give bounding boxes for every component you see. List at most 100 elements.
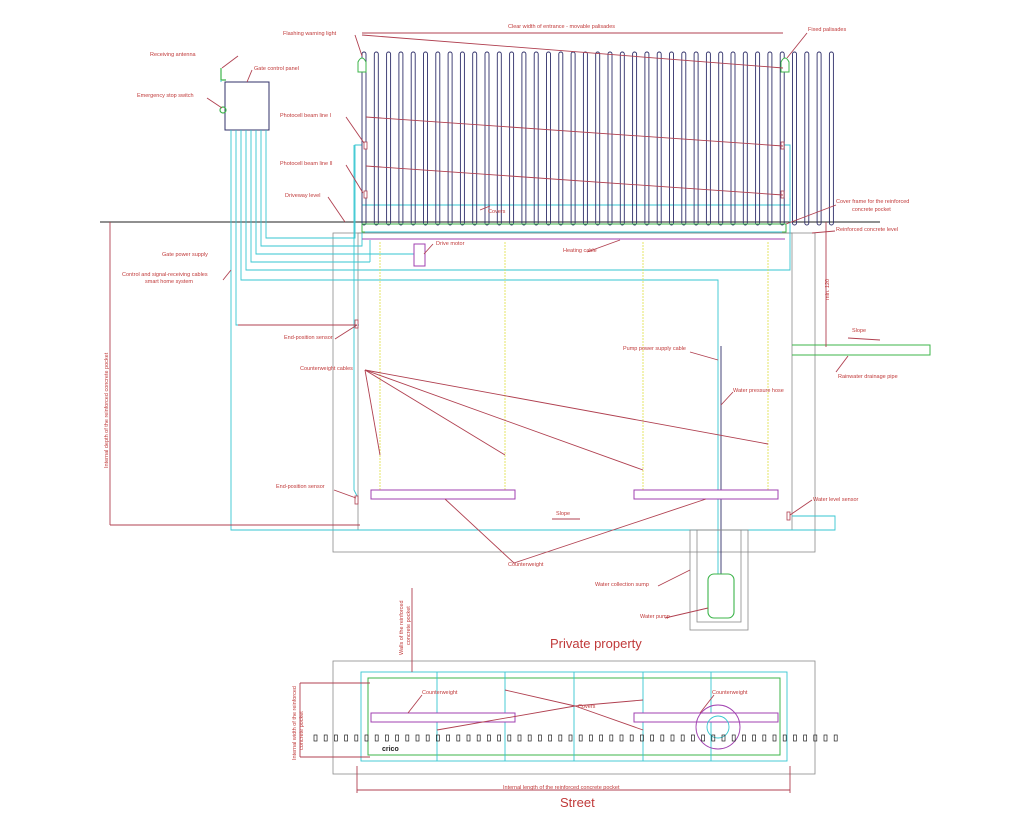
counterweight-left <box>370 489 516 500</box>
sensors <box>354 141 791 521</box>
plan-palisade <box>731 734 736 742</box>
palisade-bar <box>656 51 662 226</box>
gate-control-panel <box>224 81 270 131</box>
plan-palisade <box>711 734 716 742</box>
plan-palisade <box>609 734 614 742</box>
rainwater-pipe <box>792 344 931 356</box>
plan-palisade <box>752 734 756 742</box>
photocell-1-label: Photocell beam line I <box>280 113 332 119</box>
plan-palisade <box>680 734 685 742</box>
water-pump-label: Water pump <box>640 614 670 620</box>
plan-palisade <box>568 734 573 742</box>
palisade-bar <box>373 51 379 226</box>
counterweight-left-label: Counterweight <box>422 690 458 696</box>
plan-palisade <box>548 734 552 742</box>
plan-palisade <box>578 734 583 742</box>
plan-palisade <box>466 734 471 742</box>
counterweight-right <box>633 489 779 500</box>
covers-top-label: Covers <box>488 209 506 215</box>
movable-palisades <box>361 51 834 226</box>
internal-length-label: Internal length of the reinforced concre… <box>503 785 620 791</box>
driveway-level-label: Driveway level <box>285 193 320 199</box>
plan-palisade <box>823 734 828 742</box>
plan-palisade <box>833 734 838 742</box>
internal-depth-label: Internal depth of the reinforced concret… <box>104 352 110 468</box>
rainwater-pipe-label: Rainwater drainage pipe <box>838 374 898 380</box>
plan-palisade <box>497 734 501 742</box>
private-property-label: Private property <box>550 636 642 651</box>
cover-frame-label-1: Cover frame for the reinforced <box>836 199 909 205</box>
plan-palisade <box>334 734 338 742</box>
concrete-pocket-outline <box>100 221 880 553</box>
plan-palisade <box>517 734 522 742</box>
palisade-bar <box>755 51 761 226</box>
palisade-bar <box>459 51 465 226</box>
photocell-2-label: Photocell beam line II <box>280 161 333 167</box>
palisade-bar <box>681 51 687 226</box>
palisade-bar <box>398 51 404 226</box>
plan-palisade <box>354 734 359 742</box>
walls-label-2: concrete pocket <box>406 606 412 645</box>
palisade-bar <box>546 51 551 226</box>
plan-palisade <box>385 734 389 742</box>
palisade-bar <box>607 51 613 226</box>
plan-palisade <box>691 734 695 742</box>
palisade-bar <box>484 51 490 226</box>
plan-palisade <box>425 734 430 742</box>
palisade-bar <box>705 51 711 226</box>
water-pump-icon <box>707 573 735 619</box>
plan-view <box>332 660 816 775</box>
plan-palisade <box>660 734 665 742</box>
control-cables-label-1: Control and signal-receiving cables <box>122 272 208 278</box>
emergency-stop-label: Emergency stop switch <box>137 93 194 99</box>
water-pressure-hose-label: Water pressure hose <box>733 388 784 394</box>
emergency-stop-icon <box>219 106 227 114</box>
counterweight-cables <box>379 242 769 490</box>
walls-label-1: Walls of the reinforced <box>399 600 405 655</box>
flashing-light-left-icon <box>357 57 367 73</box>
plan-palisade <box>558 734 563 742</box>
counterweight-right-label: Counterweight <box>712 690 748 696</box>
plan-palisade <box>507 734 512 742</box>
labels: Clear width of entrance - movable palisa… <box>104 24 909 810</box>
plan-palisades <box>313 734 838 742</box>
depth-dimension-label: min. 120 <box>825 279 831 300</box>
plan-palisade <box>344 734 348 742</box>
plan-palisade <box>456 734 461 742</box>
clear-width-label: Clear width of entrance - movable palisa… <box>508 24 615 30</box>
plan-palisade <box>619 734 624 742</box>
leader-lines <box>109 32 881 619</box>
plan-palisade <box>670 734 675 742</box>
plan-palisade <box>538 734 542 742</box>
control-cables-label-2: smart home system <box>145 279 193 285</box>
receiving-antenna-label: Receiving antenna <box>150 52 197 58</box>
counterweight-cables-label: Counterweight cables <box>300 366 353 372</box>
internal-width-label-1: Internal width of the reinforced <box>292 686 298 760</box>
plan-leader-lines <box>299 588 791 793</box>
plan-palisade <box>415 734 420 742</box>
plan-palisade <box>762 734 767 742</box>
palisade-bar <box>816 51 822 226</box>
antenna-icon <box>220 68 226 81</box>
palisade-bar <box>792 51 797 226</box>
plan-palisade <box>793 734 797 742</box>
palisade-bar <box>558 51 564 226</box>
palisade-bar <box>447 51 453 226</box>
plan-palisade <box>782 734 787 742</box>
heating-cable-label: Heating cable <box>563 248 597 254</box>
plan-palisade <box>640 734 644 742</box>
palisade-bar <box>718 51 724 226</box>
logo: crico <box>382 746 399 753</box>
water-collection-sump-label: Water collection sump <box>595 582 649 588</box>
plan-palisade <box>446 734 450 742</box>
plan-palisade <box>323 734 328 742</box>
flashing-light-label: Flashing warning light <box>283 31 337 37</box>
palisade-bar <box>742 51 748 226</box>
plan-palisade <box>629 734 634 742</box>
palisade-bar <box>644 51 650 226</box>
plan-palisade <box>364 734 369 742</box>
palisade-bar <box>582 51 588 226</box>
palisade-bar <box>410 51 416 226</box>
plan-palisade <box>395 734 399 742</box>
